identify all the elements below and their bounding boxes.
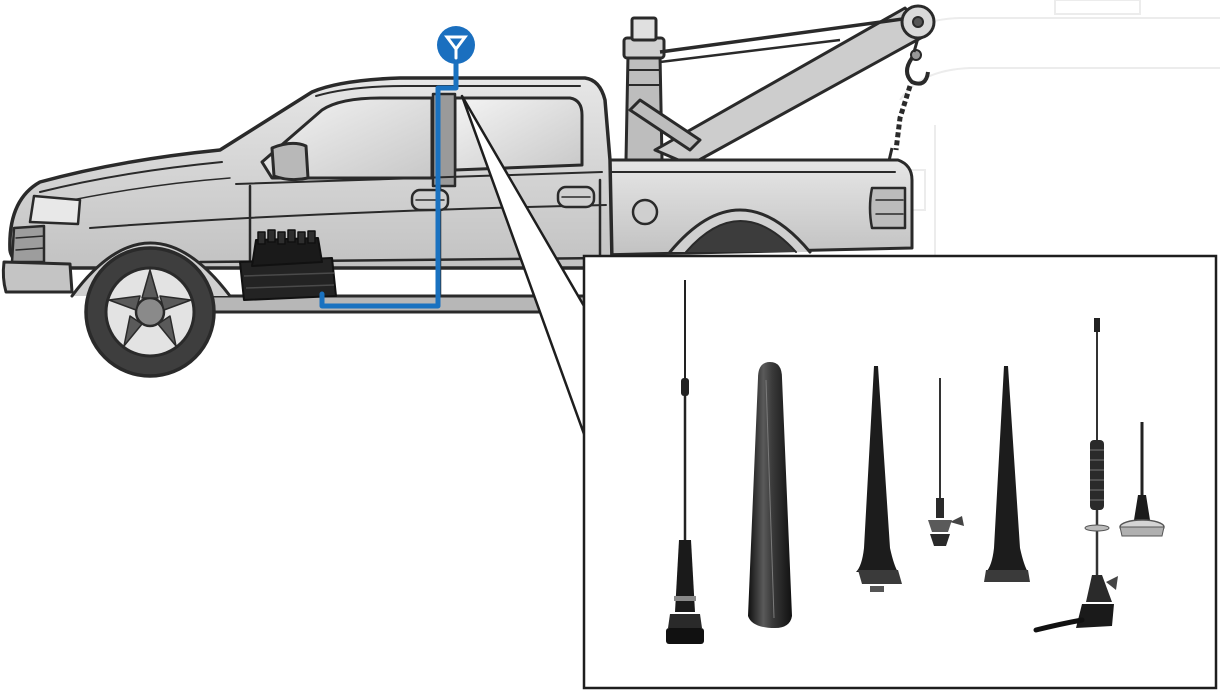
tapered-blade-antenna [856, 366, 902, 592]
two-way-radio-unit [239, 229, 337, 301]
spring-whip-bracket-antenna [1033, 318, 1118, 633]
tapered-blade-antenna-2 [984, 366, 1030, 582]
front-wheel [84, 246, 216, 378]
antenna-options-inset [582, 254, 1218, 690]
rubber-stubby-antenna [748, 362, 792, 628]
background-trailer-outline [879, 0, 1220, 255]
long-whip-antenna [666, 280, 704, 644]
magnetic-mount-antenna [1119, 422, 1165, 537]
short-whip-bracket-antenna [928, 378, 964, 546]
tow-boom [622, 4, 936, 169]
antenna-icon [444, 35, 468, 60]
roof-antenna-badge [437, 26, 475, 64]
antenna-cable [319, 53, 459, 309]
